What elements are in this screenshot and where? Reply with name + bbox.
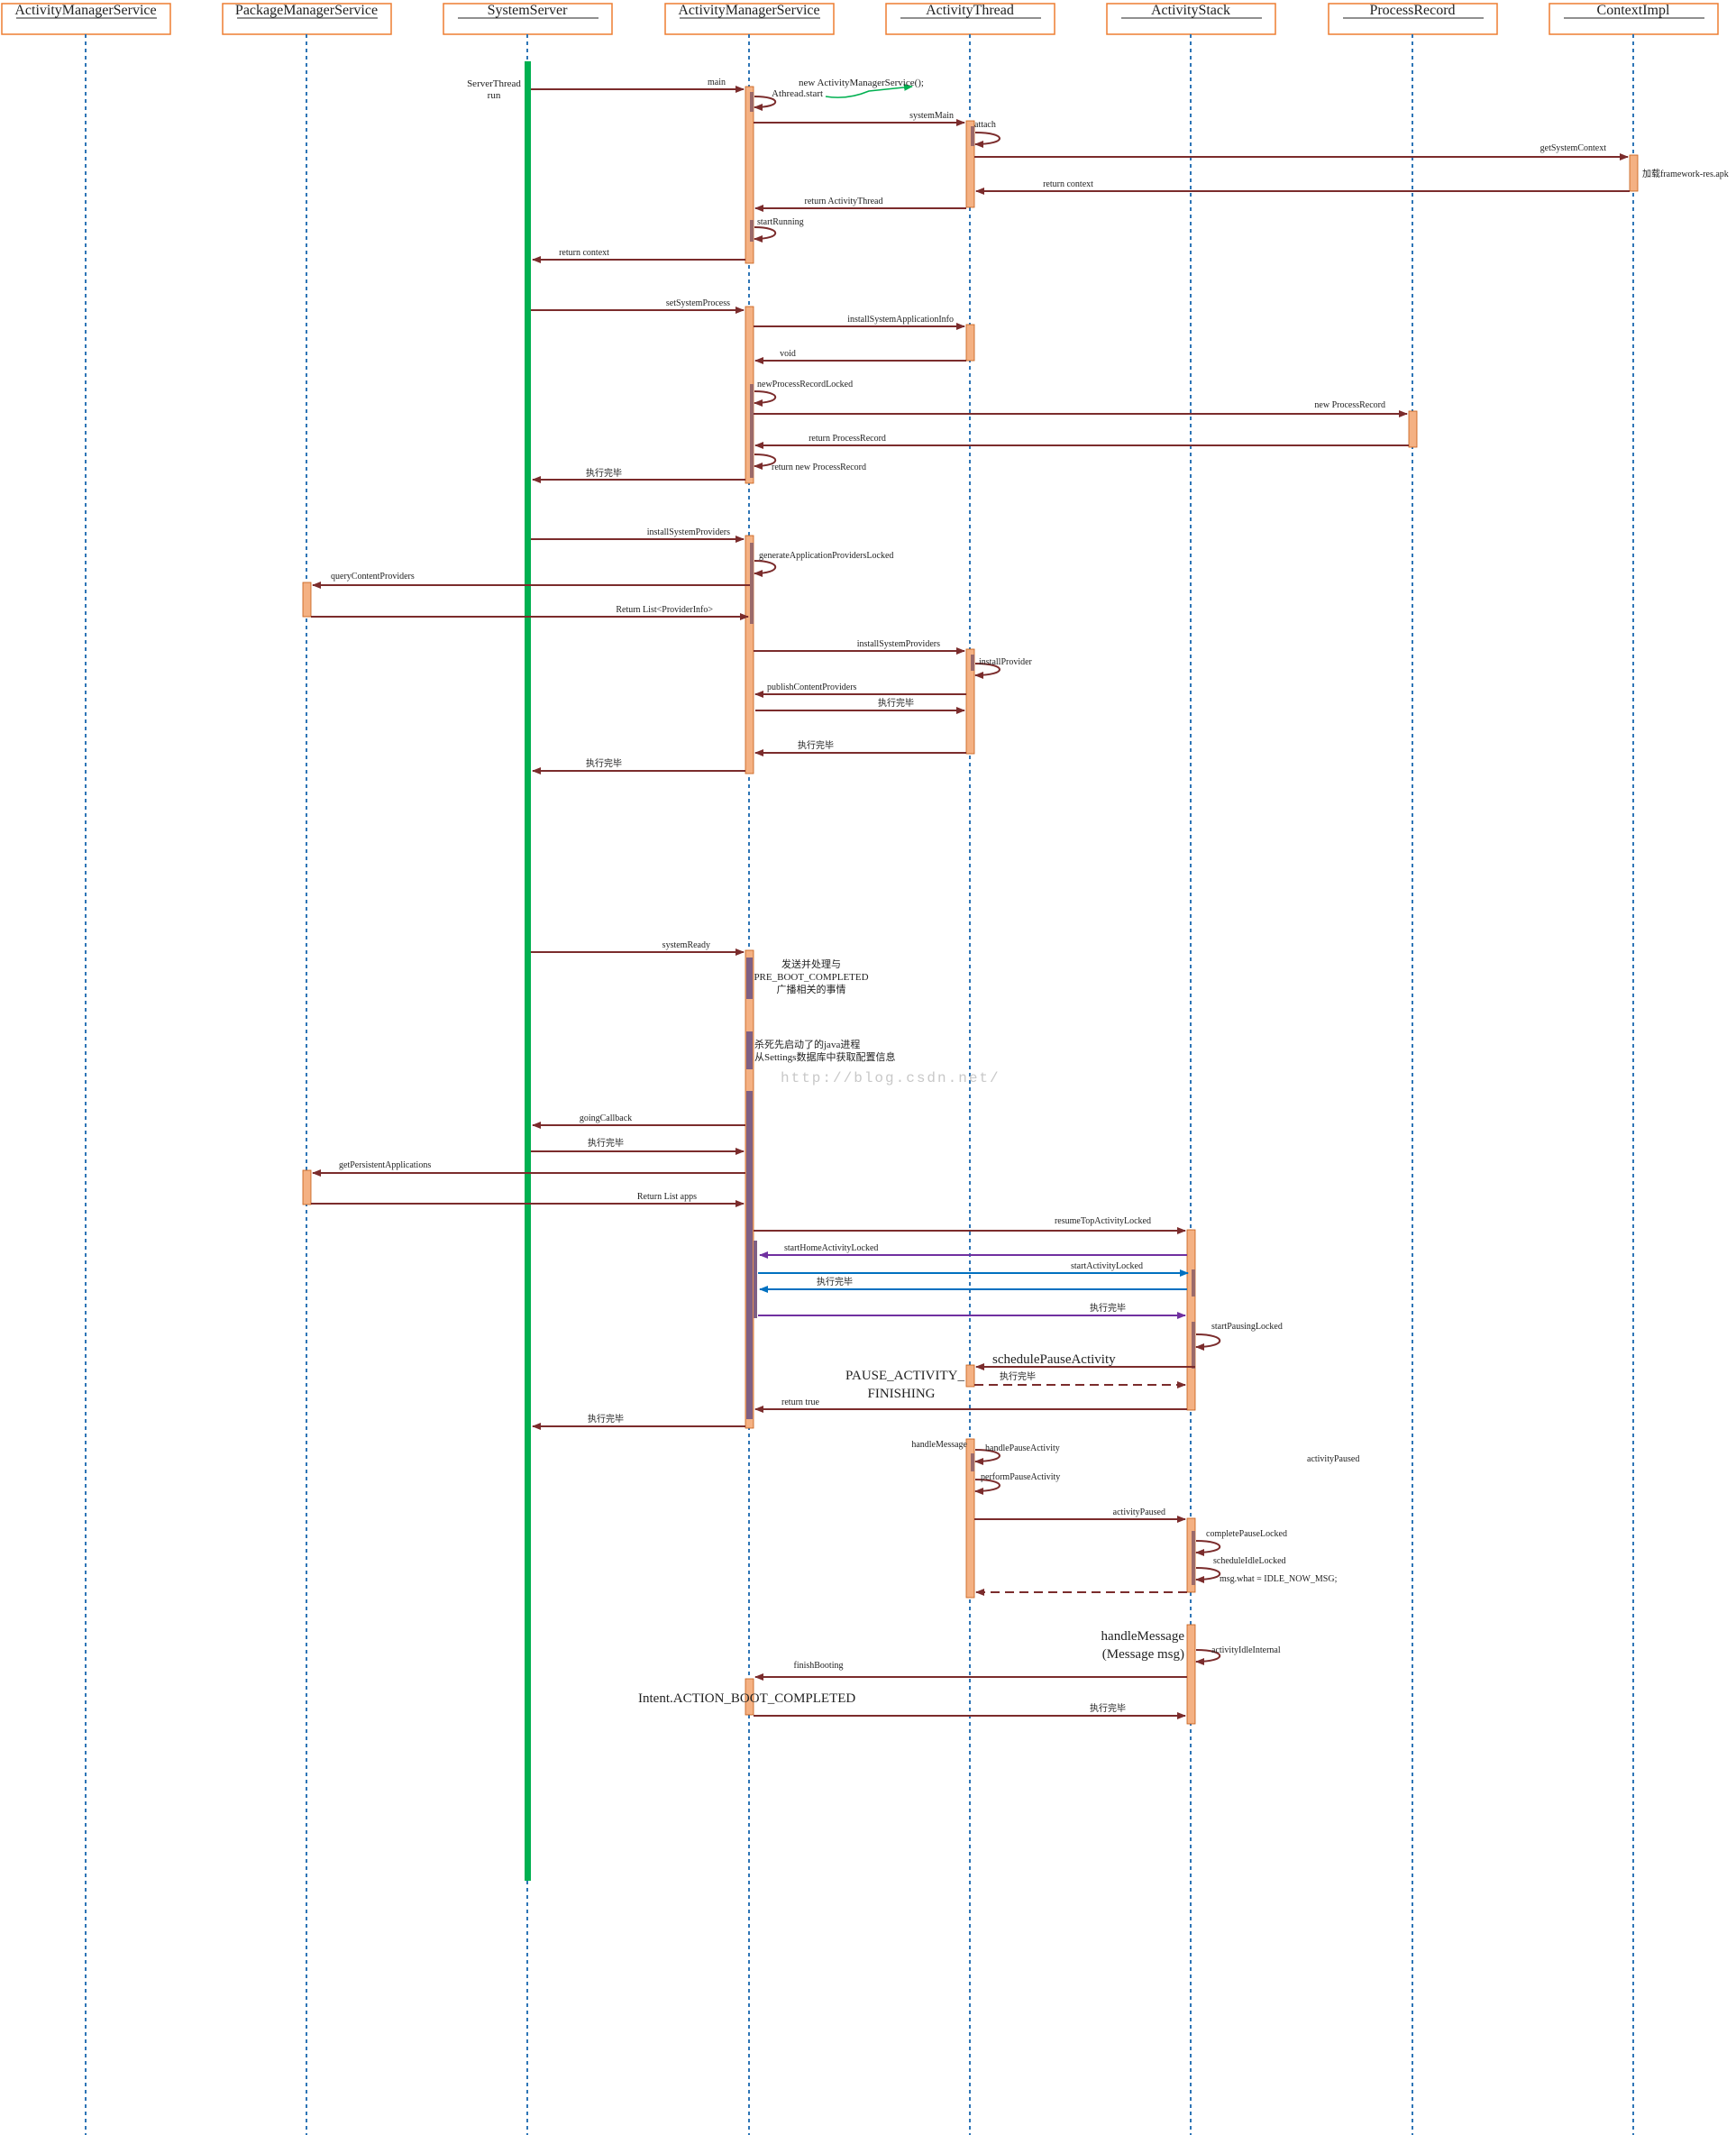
msg-start-pausing-locked: startPausingLocked	[1211, 1322, 1283, 1332]
participant-label: SystemServer	[488, 3, 569, 18]
msg-done-1: 执行完毕	[586, 467, 622, 479]
msg-install-provider: installProvider	[979, 657, 1033, 667]
notes: ServerThread run new ActivityManagerServ…	[467, 78, 1729, 1706]
msg-return-activity-thread: return ActivityThread	[805, 197, 883, 206]
msg-query-content-providers: queryContentProviders	[331, 572, 415, 582]
msg-finish-booting: finishBooting	[793, 1661, 843, 1671]
msg-activity-idle-internal: activityIdleInternal	[1211, 1645, 1281, 1655]
new-ams-note: new ActivityManagerService();	[799, 78, 924, 88]
participant-label: ProcessRecord	[1369, 3, 1455, 18]
pre-boot-note: 发送并处理与	[781, 958, 841, 970]
pre-boot-note: PRE_BOOT_COMPLETED	[754, 972, 868, 983]
participant-label: ActivityThread	[926, 3, 1014, 18]
pre-boot-note: 广播相关的事情	[777, 983, 846, 995]
msg-done-9: 执行完毕	[588, 1413, 624, 1425]
msg-void: void	[780, 349, 796, 359]
kill-procs-note: 杀死先启动了的java进程	[754, 1038, 860, 1050]
participant-label: ActivityManagerService	[14, 3, 156, 18]
msg-done-5: 执行完毕	[588, 1137, 624, 1149]
msg-activity-paused: activityPaused	[1113, 1507, 1165, 1517]
colored-arrows	[758, 1251, 1189, 1319]
msg-start-activity-locked: startActivityLocked	[1071, 1261, 1143, 1271]
msg-going-callback: goingCallback	[580, 1113, 632, 1123]
msg-return-list-provider-info: Return List<ProviderInfo>	[616, 605, 713, 615]
msg-new-process-record-locked: newProcessRecordLocked	[757, 380, 853, 389]
msg-complete-pause-locked: completePauseLocked	[1206, 1529, 1287, 1539]
msg-return-true: return true	[781, 1397, 819, 1407]
participant-label: ContextImpl	[1597, 3, 1670, 18]
msg-perform-pause-activity: performPauseActivity	[981, 1472, 1060, 1482]
msg-what-note: msg.what = IDLE_NOW_MSG;	[1220, 1574, 1338, 1584]
watermark: http://blog.csdn.net/	[781, 1070, 1000, 1086]
athread-start-note: Athread.start	[772, 88, 823, 99]
kill-procs-note: 从Settings数据库中获取配置信息	[754, 1050, 895, 1063]
msg-main: main	[708, 78, 726, 87]
msg-install-system-providers-1: installSystemProviders	[647, 527, 730, 537]
msg-done-4: 执行完毕	[586, 757, 622, 769]
server-thread-note: run	[488, 90, 501, 101]
msg-install-system-application-info: installSystemApplicationInfo	[847, 315, 954, 325]
msg-handle-message: handleMessage	[911, 1440, 967, 1450]
load-res-note: 加载framework-res.apk	[1642, 169, 1729, 179]
msg-generate-application-providers-locked: generateApplicationProvidersLocked	[759, 551, 893, 561]
message-labels: main systemMain attach getSystemContext …	[331, 78, 1606, 1714]
server-thread-note: ServerThread	[467, 78, 521, 89]
participant-label: ActivityManagerService	[678, 3, 819, 18]
system-server-thread-bar	[525, 61, 531, 977]
handle-message-note: (Message msg)	[1102, 1647, 1184, 1662]
activation-bars	[302, 86, 1639, 1725]
handle-message-note: handleMessage	[1101, 1629, 1185, 1644]
msg-return-list-apps: Return List apps	[637, 1192, 697, 1202]
pause-finishing-note: FINISHING	[868, 1387, 936, 1401]
msg-done-7: 执行完毕	[1090, 1302, 1126, 1314]
msg-get-system-context: getSystemContext	[1540, 143, 1607, 153]
intent-boot-note: Intent.ACTION_BOOT_COMPLETED	[638, 1691, 855, 1706]
msg-system-ready: systemReady	[662, 940, 710, 950]
msg-return-context-ci: return context	[1043, 179, 1093, 189]
activity-paused-note: activityPaused	[1307, 1454, 1359, 1464]
msg-done-8: 执行完毕	[1000, 1370, 1036, 1382]
new-ams-arrow	[825, 83, 913, 98]
msg-publish-content-providers: publishContentProviders	[767, 683, 857, 692]
msg-return-process-record: return ProcessRecord	[809, 434, 886, 444]
msg-get-persistent-applications: getPersistentApplications	[339, 1160, 431, 1170]
msg-done-2: 执行完毕	[878, 697, 914, 709]
msg-new-process-record: new ProcessRecord	[1314, 400, 1385, 410]
msg-return-new-process-record: return new ProcessRecord	[772, 463, 866, 472]
msg-done-3: 执行完毕	[798, 739, 834, 751]
participant-label: ActivityStack	[1151, 3, 1230, 18]
msg-resume-top-activity-locked: resumeTopActivityLocked	[1055, 1216, 1151, 1226]
msg-done-6: 执行完毕	[817, 1276, 853, 1287]
msg-schedule-idle-locked: scheduleIdleLocked	[1213, 1556, 1286, 1566]
system-server-thread-bar	[525, 977, 531, 1881]
msg-return-context: return context	[559, 248, 609, 258]
pause-finishing-note: PAUSE_ACTIVITY_	[845, 1369, 964, 1383]
msg-system-main: systemMain	[909, 111, 954, 121]
msg-start-home-activity-locked: startHomeActivityLocked	[784, 1243, 878, 1253]
msg-schedule-pause-activity: schedulePauseActivity	[992, 1352, 1116, 1367]
nested-activations	[750, 92, 1195, 1585]
participant-label: PackageManagerService	[235, 3, 378, 18]
msg-attach: attach	[974, 120, 996, 130]
msg-install-system-providers-2: installSystemProviders	[857, 639, 940, 649]
message-arrows	[311, 86, 1630, 1719]
participant-headers: ActivityManagerService PackageManagerSer…	[1, 3, 1719, 35]
system-ready-inner-bar	[746, 958, 757, 1419]
msg-handle-pause-activity: handlePauseActivity	[985, 1443, 1060, 1453]
msg-set-system-process: setSystemProcess	[666, 298, 730, 308]
msg-done-10: 执行完毕	[1090, 1702, 1126, 1714]
msg-start-running: startRunning	[757, 217, 804, 227]
